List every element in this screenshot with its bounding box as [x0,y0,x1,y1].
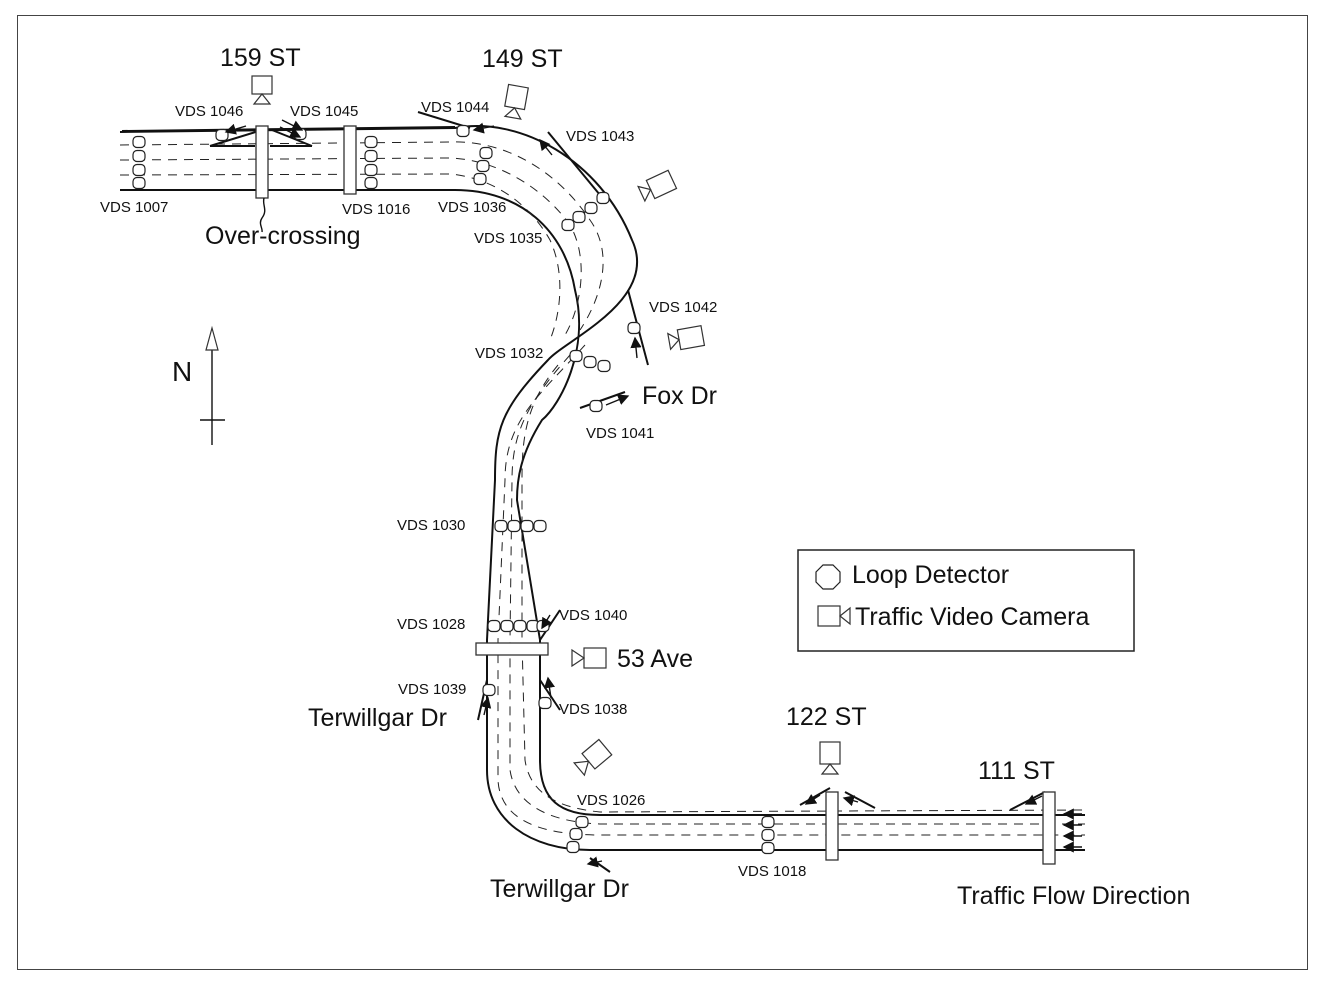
cameras [251,75,841,777]
vds-1016: VDS 1016 [342,201,410,218]
label-111-st: 111 ST [978,757,1055,785]
camera-icon [817,605,851,627]
vds-1041: VDS 1041 [586,425,654,442]
ramp-arrows [224,119,1043,868]
loop-detector-icon [815,564,841,590]
labels: 159 ST 149 ST Over-crossing Fox Dr 53 Av… [100,44,1190,910]
overcrossing-bridge [255,125,269,199]
vds-1018: VDS 1018 [738,863,806,880]
camera-icon-terwillgar [572,738,613,777]
vds-1007: VDS 1007 [100,199,168,216]
vds-1044: VDS 1044 [421,99,489,116]
label-122-st: 122 ST [786,703,867,731]
vds-1036: VDS 1036 [438,199,506,216]
vds-1046: VDS 1046 [175,103,243,120]
legend-camera: Traffic Video Camera [855,603,1089,631]
legend-loop-detector: Loop Detector [852,561,1009,589]
diagram-frame [17,15,1308,970]
vds-1040: VDS 1040 [559,607,627,624]
camera-icon-149st [503,83,529,120]
vds-1043: VDS 1043 [566,128,634,145]
bridge-1016 [343,125,357,195]
north-arrow-icon [200,325,225,445]
label-traffic-flow: Traffic Flow Direction [957,882,1190,910]
vds-1030: VDS 1030 [397,517,465,534]
camera-icon-53ave [571,647,607,669]
vds-1026: VDS 1026 [577,792,645,809]
vds-1028: VDS 1028 [397,616,465,633]
label-159-st: 159 ST [220,44,301,72]
label-fox-dr: Fox Dr [642,382,717,410]
bridges [255,125,1056,865]
vds-1039: VDS 1039 [398,681,466,698]
bridge-53-ave [475,642,549,656]
vds-1042: VDS 1042 [649,299,717,316]
vds-1045: VDS 1045 [290,103,358,120]
legend-box [797,549,1135,652]
vds-1032: VDS 1032 [475,345,543,362]
camera-icon-159st [251,75,273,105]
label-149-st: 149 ST [482,45,563,73]
road-main [121,126,456,132]
label-over-crossing: Over-crossing [205,222,361,250]
label-terwillgar-lower: Terwillgar Dr [490,875,629,903]
bridge-111-st [1042,791,1056,865]
legend: Loop Detector Traffic Video Camera [797,549,1135,652]
flow-arrow-icon [1062,808,1082,853]
vds-1035: VDS 1035 [474,230,542,247]
label-north: N [172,356,192,387]
camera-icon-1043 [637,169,678,203]
label-53-ave: 53 Ave [617,645,693,673]
label-terwillgar-upper: Terwillgar Dr [308,704,447,732]
camera-icon-1042 [667,324,706,351]
vds-1038: VDS 1038 [559,701,627,718]
bridge-122-st [825,791,839,861]
camera-icon-122st [819,741,841,775]
